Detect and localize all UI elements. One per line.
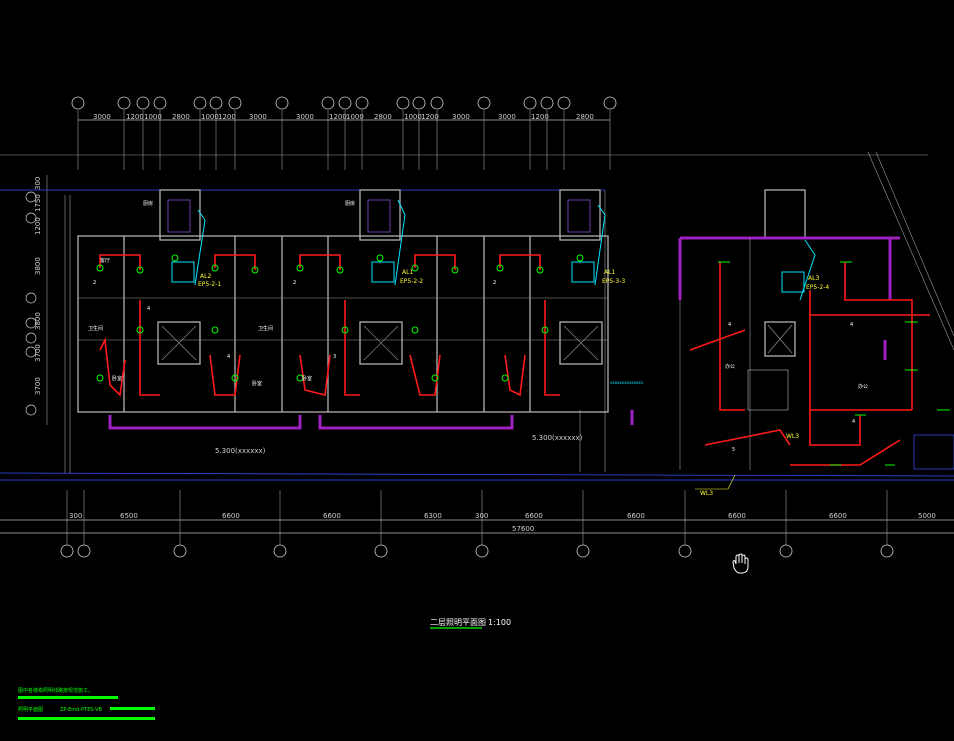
circuit-num-6: 2: [493, 280, 496, 286]
bottom-dim-4: 6600: [323, 512, 341, 520]
room-label-8: 厨房: [345, 200, 355, 207]
left-dim-6: 3700: [34, 344, 42, 362]
note-2: 照明平面图: [18, 707, 43, 713]
bottom-dimension-lines: 300 6500 6600 6600 6300 300 6600 6600 66…: [0, 490, 954, 558]
left-dim-3: 1200: [34, 217, 42, 235]
top-dim-6: 1200: [218, 113, 236, 121]
room-label-10: 办公: [858, 383, 868, 390]
room-label-2: 卧室: [112, 375, 122, 382]
circuit-num-5: 3: [333, 354, 336, 360]
room-label-3: 厨房: [143, 200, 153, 207]
panel-sub-2: EP5-2-2: [400, 278, 423, 285]
left-dim-7: 3700: [34, 377, 42, 395]
room-label-7: 卧室: [302, 375, 312, 382]
apartment-walls: [77, 189, 609, 430]
top-dim-8: 3000: [296, 113, 314, 121]
left-dimension-column: 300 1750 1200 3800 3800 3700 3700: [25, 175, 48, 425]
note-3: ZP-Emd-PTES-VB: [60, 707, 102, 713]
panel-tag-4: AL3: [808, 275, 819, 282]
top-dim-11: 2800: [374, 113, 392, 121]
top-dim-15: 3000: [498, 113, 516, 121]
drawing-title: 二层照明平面图 1:100: [430, 618, 511, 629]
circuit-num-3: 4: [227, 354, 230, 360]
room-label-4: 客厅: [100, 257, 110, 264]
circuit-num-8: 5: [732, 447, 735, 453]
top-dim-10: 1000: [346, 113, 364, 121]
circuit-num-2: 4: [147, 306, 150, 312]
room-label-1: 卫生间: [88, 325, 103, 332]
bottom-dim-8: 6600: [627, 512, 645, 520]
top-dim-1: 3000: [93, 113, 111, 121]
top-dimension-line: 3000 1200 1000 2800 1000 1200 3000 3000 …: [77, 110, 611, 170]
left-dim-4: 3800: [34, 257, 42, 275]
distribution-panels: [171, 199, 816, 301]
red-circuits: [99, 254, 930, 466]
left-dim-1: 300: [34, 177, 42, 190]
top-dim-14: 3000: [452, 113, 470, 121]
feeder-label-2: WL3: [700, 490, 713, 497]
top-axis-bubbles: [71, 96, 617, 110]
bottom-dim-7: 6600: [525, 512, 543, 520]
top-dim-5: 1000: [201, 113, 219, 121]
title-scale: 1:100: [488, 618, 511, 627]
left-dim-5: 3800: [34, 312, 42, 330]
panel-sub-3: EP5-3-3: [602, 278, 625, 285]
top-dim-7: 3000: [249, 113, 267, 121]
top-dim-2: 1200: [126, 113, 144, 121]
circuit-num-9: 4: [850, 322, 853, 328]
panel-tag-3: AL1: [604, 269, 615, 276]
elevation-2: 5.300(xxxxxx): [532, 434, 583, 442]
bottom-dim-3: 6600: [222, 512, 240, 520]
title-text: 二层照明平面图: [430, 618, 486, 627]
hand-pan-icon: [732, 553, 749, 574]
note-1: 图中各楼栋照明线路按规范施工。: [18, 687, 93, 694]
bottom-dim-5: 6300: [424, 512, 442, 520]
bottom-dim-11: 5000: [918, 512, 936, 520]
notes-block: 图中各楼栋照明线路按规范施工。 照明平面图 ZP-Emd-PTES-VB: [18, 687, 155, 720]
elevation-1: 5.300(xxxxxx): [215, 447, 266, 455]
panel-tag-1: AL2: [200, 273, 211, 280]
room-label-6: 卫生间: [258, 325, 273, 332]
bottom-dim-6: 300: [475, 512, 488, 520]
cyan-annotation: xxxxxxxxxxxxxx: [610, 380, 644, 385]
light-fixtures: [96, 254, 950, 466]
top-dim-13: 1200: [421, 113, 439, 121]
bottom-dim-9: 6600: [728, 512, 746, 520]
office-walls: [630, 189, 954, 470]
circuit-num-1: 2: [93, 280, 96, 286]
top-dim-17: 2800: [576, 113, 594, 121]
feeder-label-1: WL3: [786, 433, 799, 440]
panel-sub-1: EP5-2-1: [198, 281, 221, 288]
circuit-num-4: 2: [293, 280, 296, 286]
top-dim-4: 2800: [172, 113, 190, 121]
top-dim-3: 1000: [144, 113, 162, 121]
room-label-5: 卧室: [252, 380, 262, 387]
left-dim-2: 1750: [34, 194, 42, 212]
total-dim: 57600: [512, 525, 534, 533]
top-dim-12: 1000: [404, 113, 422, 121]
room-label-9: 办公: [725, 363, 735, 370]
top-dim-16: 1200: [531, 113, 549, 121]
bottom-dim-2: 6500: [120, 512, 138, 520]
panel-tag-2: AL1: [402, 269, 413, 276]
building-outline: [0, 151, 954, 481]
circuit-num-10: 4: [852, 419, 855, 425]
top-dim-9: 1200: [329, 113, 347, 121]
bottom-dim-1: 300: [69, 512, 82, 520]
circuit-num-7: 4: [728, 322, 731, 328]
panel-sub-4: EP5-2-4: [806, 284, 829, 291]
bottom-dim-10: 6600: [829, 512, 847, 520]
